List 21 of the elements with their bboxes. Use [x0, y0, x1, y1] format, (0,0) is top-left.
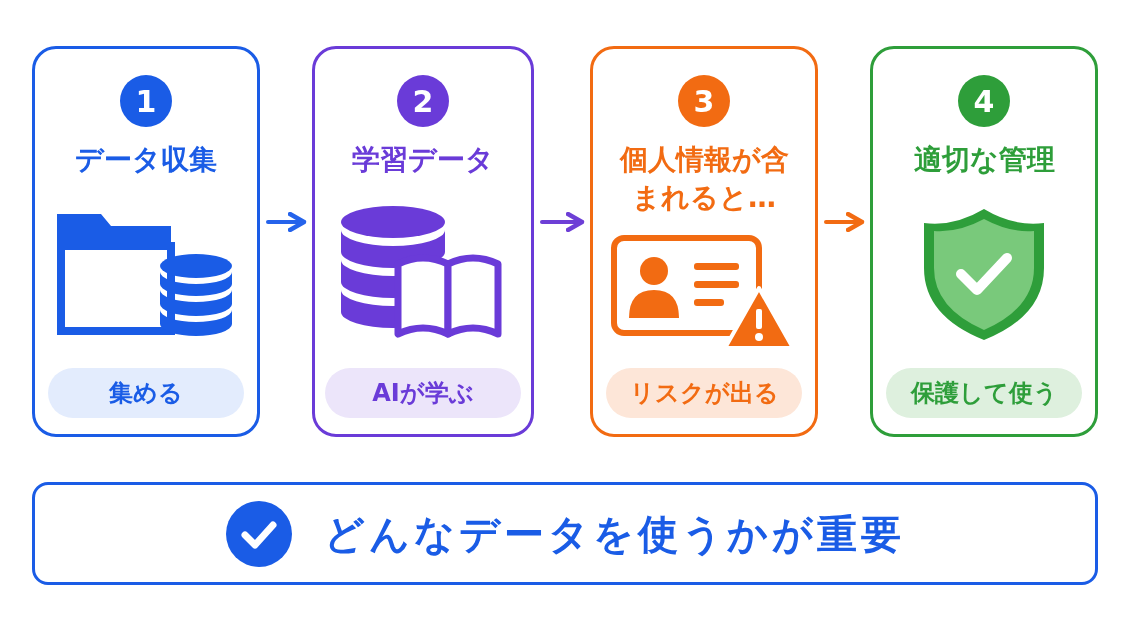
step-pill: AIが学ぶ — [325, 368, 521, 418]
step-title: データ収集 — [75, 142, 217, 178]
summary-text: どんなデータを使うかが重要 — [323, 509, 905, 559]
step-number: 3 — [678, 75, 730, 127]
arrow — [540, 211, 585, 233]
step-title: 個人情報が含まれると… — [618, 142, 790, 216]
arrow — [824, 211, 865, 233]
step-card — [870, 46, 1098, 437]
step-pill: 保護して使う — [886, 368, 1082, 418]
summary-box — [32, 482, 1098, 585]
step-card — [32, 46, 260, 437]
step-card — [590, 46, 818, 437]
step-pill: リスクが出る — [606, 368, 802, 418]
step-number: 4 — [958, 75, 1010, 127]
arrow — [266, 211, 307, 233]
step-title: 学習データ — [352, 142, 494, 178]
step-number: 2 — [397, 75, 449, 127]
step-pill: 集める — [48, 368, 244, 418]
step-card — [312, 46, 534, 437]
step-title: 適切な管理 — [913, 142, 1055, 178]
step-number: 1 — [120, 75, 172, 127]
